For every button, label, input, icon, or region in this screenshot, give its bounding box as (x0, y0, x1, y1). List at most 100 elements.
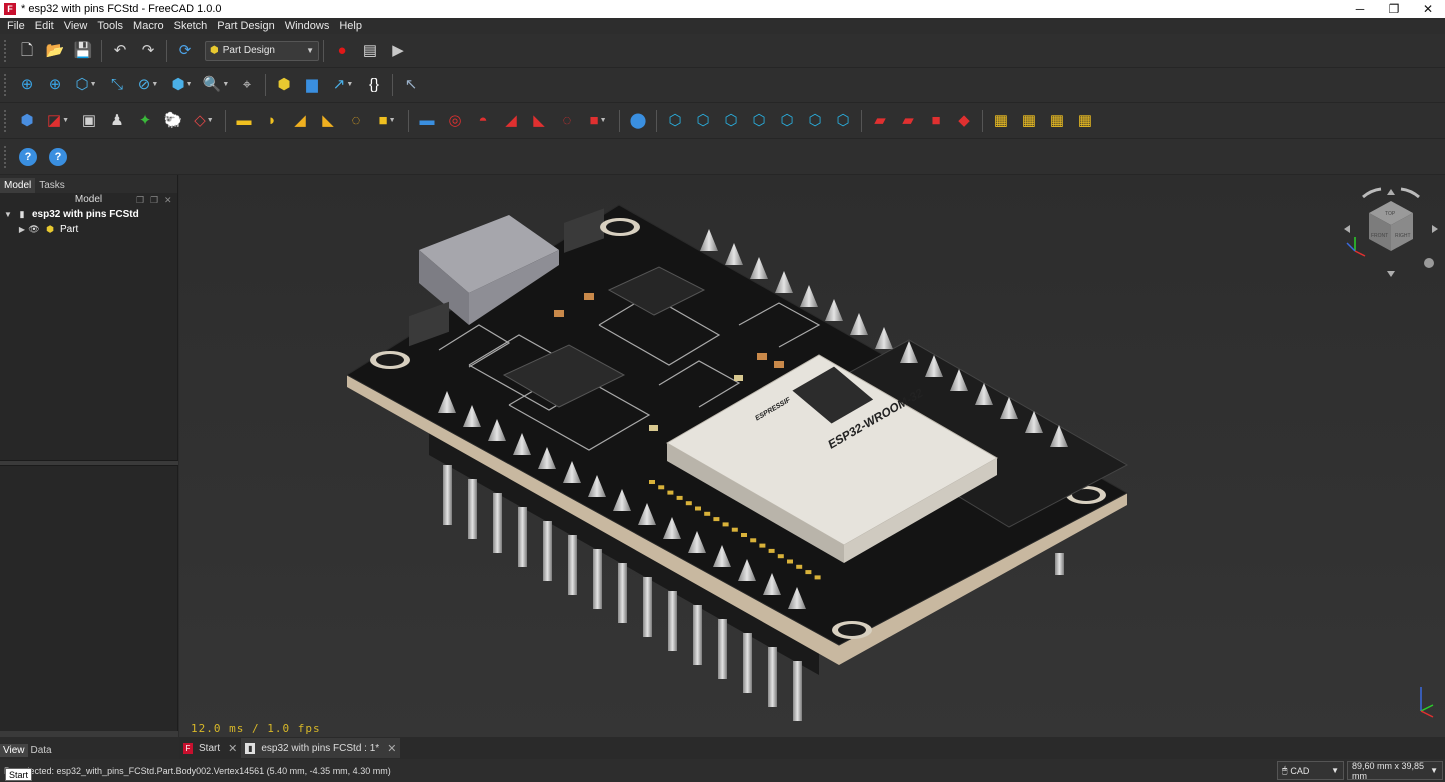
isometric-view-icon[interactable]: ⬡▼ (71, 73, 101, 97)
toolbar-grip[interactable] (4, 145, 8, 168)
macro-edit-icon[interactable]: ▤ (358, 39, 382, 63)
chamfer-icon[interactable]: ⬡ (691, 109, 715, 133)
subtractive-primitive-icon[interactable]: ■▼ (583, 109, 613, 133)
chevron-down-icon[interactable]: ▼ (62, 116, 70, 124)
assembly-d-icon[interactable]: ▦ (1073, 109, 1097, 133)
toolbar-grip[interactable] (4, 109, 8, 132)
expand-down-icon[interactable]: ▼ (4, 210, 12, 219)
menu-tools[interactable]: Tools (97, 20, 124, 32)
shape-binder-icon[interactable]: ♟ (105, 109, 129, 133)
caliper-icon[interactable]: ⌖ (235, 73, 259, 97)
assembly-c-icon[interactable]: ▦ (1045, 109, 1069, 133)
menu-macro[interactable]: Macro (133, 20, 164, 32)
linear-pattern-icon[interactable]: ⬡ (803, 109, 827, 133)
additive-primitive-icon[interactable]: ■▼ (372, 109, 402, 133)
multi-transform-icon[interactable]: ▰ (896, 109, 920, 133)
create-sketch-icon[interactable]: ◪▼ (43, 109, 73, 133)
nav-arrow-down-icon[interactable] (1387, 271, 1395, 277)
boolean-icon[interactable]: ⬤ (626, 109, 650, 133)
refresh-icon[interactable]: ⟳ (173, 39, 197, 63)
whats-this-help-icon[interactable]: ? (49, 147, 67, 166)
panel-splitter[interactable] (0, 460, 178, 466)
involute-gear-icon[interactable]: ◆ (952, 109, 976, 133)
nav-arrow-up-icon[interactable] (1387, 189, 1395, 195)
close-tab-icon[interactable]: ✕ (228, 742, 238, 755)
subtractive-pipe-icon[interactable]: ◣ (527, 109, 551, 133)
tree-item-part[interactable]: ▶ 👁 ⬢ Part (0, 222, 177, 237)
fit-all-icon[interactable]: ⊕ (15, 73, 39, 97)
hole-icon[interactable]: ◎ (443, 109, 467, 133)
tab-tasks[interactable]: Tasks (39, 180, 65, 191)
chevron-down-icon[interactable]: ▼ (206, 116, 214, 124)
menu-view[interactable]: View (63, 20, 88, 32)
scaled-icon[interactable]: ▰ (868, 109, 892, 133)
datum-plane-icon[interactable]: ◇▼ (189, 109, 219, 133)
sprocket-icon[interactable]: ■ (924, 109, 948, 133)
dimension-display[interactable]: 89,60 mm x 39,85 mm ▼ (1347, 761, 1443, 781)
redo-icon[interactable]: ↷ (136, 39, 160, 63)
tab-data[interactable]: Data (30, 745, 52, 756)
workbench-selector[interactable]: ⬢Part Design▼ (205, 40, 319, 61)
toolbar-grip[interactable] (4, 74, 8, 96)
navigation-style-select[interactable]: 🖱 CAD ▼ (1277, 761, 1344, 780)
additive-pipe-icon[interactable]: ◣ (316, 109, 340, 133)
chevron-down-icon[interactable]: ▼ (151, 81, 159, 88)
panel-horizontal-scrollbar[interactable] (0, 731, 178, 737)
navcube-face-front[interactable] (1369, 213, 1391, 251)
draft-icon[interactable]: ⬡ (719, 109, 743, 133)
draw-style-icon[interactable]: ⊘▼ (133, 73, 163, 97)
menu-edit[interactable]: Edit (34, 20, 54, 32)
pocket-icon[interactable]: ▬ (415, 109, 439, 133)
close-tab-icon[interactable]: ✕ (387, 742, 397, 755)
groove-icon[interactable]: ◓ (471, 109, 495, 133)
macro-execute-icon[interactable]: ▶ (386, 39, 410, 63)
panel-float-icon[interactable]: ❐ (136, 195, 145, 205)
additive-helix-icon[interactable]: ◌ (344, 109, 368, 133)
menu-windows[interactable]: Windows (284, 20, 330, 32)
assembly-b-icon[interactable]: ▦ (1017, 109, 1041, 133)
3d-viewport[interactable]: ESP32-WROOM-32 ESPRESSIF TOP FRONT (179, 175, 1445, 737)
menu-sketch[interactable]: Sketch (173, 20, 208, 32)
nav-arrow-right-icon[interactable] (1432, 225, 1438, 233)
nav-rotate-right-icon[interactable] (1400, 187, 1420, 199)
panel-dock-icon[interactable]: ❐ (150, 195, 159, 205)
chevron-down-icon[interactable]: ▼ (599, 116, 607, 124)
undo-icon[interactable]: ↶ (108, 39, 132, 63)
mirrored-icon[interactable]: ⬡ (775, 109, 799, 133)
chevron-down-icon[interactable]: ▼ (185, 81, 193, 88)
navigation-cube[interactable]: TOP FRONT RIGHT (1341, 179, 1441, 279)
polar-pattern-icon[interactable]: ⬡ (831, 109, 855, 133)
assembly-a-icon[interactable]: ▦ (989, 109, 1013, 133)
nav-rotate-left-icon[interactable] (1362, 187, 1382, 199)
part-container-icon[interactable]: ⬢ (272, 73, 296, 97)
save-document-icon[interactable]: 💾 (71, 39, 95, 63)
pad-icon[interactable]: ▬ (232, 109, 256, 133)
tree-item-document[interactable]: ▼ ▮ esp32 with pins FCStd (0, 207, 177, 222)
macro-record-icon[interactable]: ● (330, 39, 354, 63)
panel-close-icon[interactable]: ✕ (164, 195, 172, 205)
tab-view[interactable]: View (0, 744, 28, 757)
create-body-icon[interactable]: ⬢ (15, 109, 39, 133)
tab-model[interactable]: Model (0, 178, 36, 193)
chevron-down-icon[interactable]: ▼ (388, 116, 396, 124)
revolution-icon[interactable]: ◗ (260, 109, 284, 133)
std-views-icon[interactable]: ⬢▼ (167, 73, 197, 97)
nav-arrow-left-icon[interactable] (1344, 225, 1350, 233)
measure-icon[interactable]: 🔍▼ (201, 73, 231, 97)
menu-file[interactable]: File (7, 20, 25, 32)
toolbar-grip[interactable] (4, 39, 8, 62)
fillet-icon[interactable]: ⬡ (663, 109, 687, 133)
tab-esp32-document[interactable]: ▮ esp32 with pins FCStd : 1* ✕ (241, 738, 401, 758)
additive-loft-icon[interactable]: ◢ (288, 109, 312, 133)
link-icon[interactable]: ↗▼ (328, 73, 358, 97)
code-braces-icon[interactable]: {} (362, 73, 386, 97)
restore-button[interactable]: ❐ (1388, 2, 1400, 16)
expand-right-icon[interactable]: ▶ (18, 225, 26, 234)
tab-start[interactable]: F Start ✕ (179, 738, 241, 758)
chevron-down-icon[interactable]: ▼ (89, 81, 97, 88)
visibility-eye-icon[interactable]: 👁 (28, 223, 40, 234)
navcube-menu-icon[interactable] (1424, 258, 1434, 268)
new-document-icon[interactable]: 🗋 (15, 39, 39, 63)
sub-shape-binder-icon[interactable]: ✦ (133, 109, 157, 133)
navcube-face-right[interactable] (1391, 213, 1413, 251)
